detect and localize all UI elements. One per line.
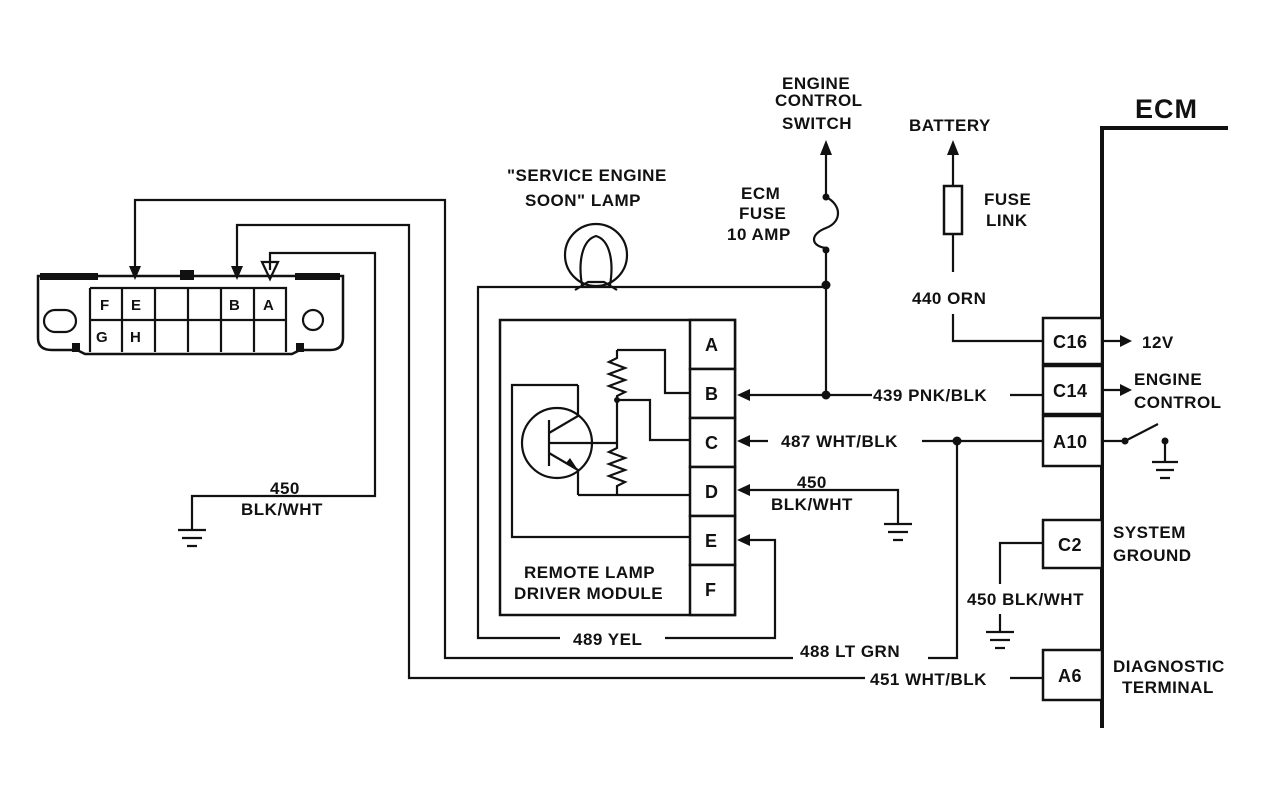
svg-text:CONTROL: CONTROL bbox=[1134, 393, 1222, 412]
connector-latch-right bbox=[301, 308, 325, 332]
wire-488: 488 LT GRN bbox=[129, 198, 959, 661]
svg-text:FUSE: FUSE bbox=[984, 190, 1031, 209]
module-pin-e: E bbox=[705, 531, 718, 551]
wire-489: 489 YEL bbox=[476, 534, 777, 649]
svg-text:BLK/WHT: BLK/WHT bbox=[771, 495, 853, 514]
system-ground-label: SYSTEM GROUND bbox=[1113, 523, 1192, 565]
svg-text:FUSE: FUSE bbox=[739, 204, 786, 223]
svg-text:489 YEL: 489 YEL bbox=[573, 630, 642, 649]
ecm-engine-control-output: ENGINE CONTROL bbox=[1102, 370, 1222, 412]
wire-450-module: 450 BLK/WHT bbox=[737, 473, 912, 542]
svg-text:G: G bbox=[96, 329, 108, 346]
ground-icon bbox=[884, 522, 912, 542]
svg-text:A10: A10 bbox=[1053, 432, 1088, 452]
wire-450-connector: 450 BLK/WHT bbox=[178, 251, 377, 548]
svg-text:GROUND: GROUND bbox=[1113, 546, 1192, 565]
svg-text:A6: A6 bbox=[1058, 666, 1082, 686]
module-pin-f: F bbox=[705, 580, 717, 600]
svg-text:450: 450 bbox=[270, 479, 300, 498]
wire-450-ecm: 450 BLK/WHT bbox=[967, 541, 1084, 650]
ecm-pin-c14: C14 bbox=[1041, 364, 1104, 416]
svg-text:BLK/WHT: BLK/WHT bbox=[241, 500, 323, 519]
svg-text:439 PNK/BLK: 439 PNK/BLK bbox=[873, 386, 987, 405]
ecm-internal-switch bbox=[1102, 423, 1178, 480]
svg-text:CONTROL: CONTROL bbox=[775, 91, 863, 110]
module-pin-d: D bbox=[705, 482, 719, 502]
engine-control-switch-feed: ENGINE CONTROL SWITCH ECM FUSE 10 AMP bbox=[727, 74, 863, 400]
ecm-pin-a6: A6 bbox=[1041, 648, 1104, 702]
svg-text:12V: 12V bbox=[1142, 333, 1174, 352]
module-pin-b: B bbox=[705, 384, 719, 404]
svg-text:BATTERY: BATTERY bbox=[909, 116, 991, 135]
svg-text:C2: C2 bbox=[1058, 535, 1082, 555]
svg-text:451 WHT/BLK: 451 WHT/BLK bbox=[870, 670, 987, 689]
svg-text:TERMINAL: TERMINAL bbox=[1122, 678, 1214, 697]
ecm-12v-output: 12V bbox=[1102, 333, 1174, 352]
svg-text:SOON" LAMP: SOON" LAMP bbox=[525, 191, 641, 210]
svg-text:ENGINE: ENGINE bbox=[1134, 370, 1202, 389]
svg-text:REMOTE LAMP: REMOTE LAMP bbox=[524, 563, 655, 582]
ecm-pin-a10: A10 bbox=[1041, 414, 1104, 468]
wire-label-440: 440 ORN bbox=[912, 289, 986, 308]
module-pin-a: A bbox=[705, 335, 719, 355]
svg-text:10 AMP: 10 AMP bbox=[727, 225, 791, 244]
svg-text:DIAGNOSTIC: DIAGNOSTIC bbox=[1113, 657, 1225, 676]
remote-lamp-driver-module: A B C D E F REMOTE LAMP DRIVER MODULE bbox=[498, 318, 737, 617]
svg-text:DRIVER MODULE: DRIVER MODULE bbox=[514, 584, 663, 603]
diagnostic-terminal-label: DIAGNOSTIC TERMINAL bbox=[1113, 657, 1225, 697]
svg-text:450: 450 bbox=[797, 473, 827, 492]
service-engine-soon-lamp: "SERVICE ENGINE SOON" LAMP bbox=[476, 166, 826, 585]
svg-text:ECM: ECM bbox=[741, 184, 780, 203]
fuse-icon bbox=[812, 196, 840, 250]
ground-icon bbox=[986, 630, 1014, 650]
svg-text:450 BLK/WHT: 450 BLK/WHT bbox=[967, 590, 1084, 609]
svg-text:B: B bbox=[229, 297, 240, 314]
diagnostic-connector: F E B A G H bbox=[36, 270, 345, 356]
svg-text:F: F bbox=[100, 297, 110, 314]
svg-text:A: A bbox=[263, 297, 274, 314]
wire-451: 451 WHT/BLK bbox=[231, 223, 1043, 689]
module-pin-c: C bbox=[705, 433, 719, 453]
svg-text:C14: C14 bbox=[1053, 381, 1088, 401]
svg-text:C16: C16 bbox=[1053, 332, 1088, 352]
ecm-pin-c16: C16 bbox=[1041, 316, 1104, 366]
battery-feed: BATTERY FUSE LINK 440 ORN bbox=[909, 116, 1043, 343]
fuse-link-icon bbox=[942, 184, 964, 236]
connector-latch-left bbox=[42, 308, 78, 334]
svg-text:488 LT GRN: 488 LT GRN bbox=[800, 642, 900, 661]
svg-text:"SERVICE ENGINE: "SERVICE ENGINE bbox=[507, 166, 667, 185]
ground-icon bbox=[178, 528, 206, 548]
svg-text:H: H bbox=[130, 329, 141, 346]
svg-text:LINK: LINK bbox=[986, 211, 1028, 230]
wire-439: 439 PNK/BLK bbox=[737, 386, 1043, 405]
svg-text:SWITCH: SWITCH bbox=[782, 114, 852, 133]
svg-text:SYSTEM: SYSTEM bbox=[1113, 523, 1186, 542]
lamp-icon bbox=[563, 222, 629, 288]
wire-487: 487 WHT/BLK bbox=[737, 432, 1043, 451]
svg-text:ENGINE: ENGINE bbox=[782, 74, 850, 93]
ecm-pin-c2: C2 bbox=[1041, 518, 1104, 570]
ecm-title: ECM bbox=[1135, 94, 1198, 124]
svg-text:487 WHT/BLK: 487 WHT/BLK bbox=[781, 432, 898, 451]
svg-text:E: E bbox=[131, 297, 142, 314]
